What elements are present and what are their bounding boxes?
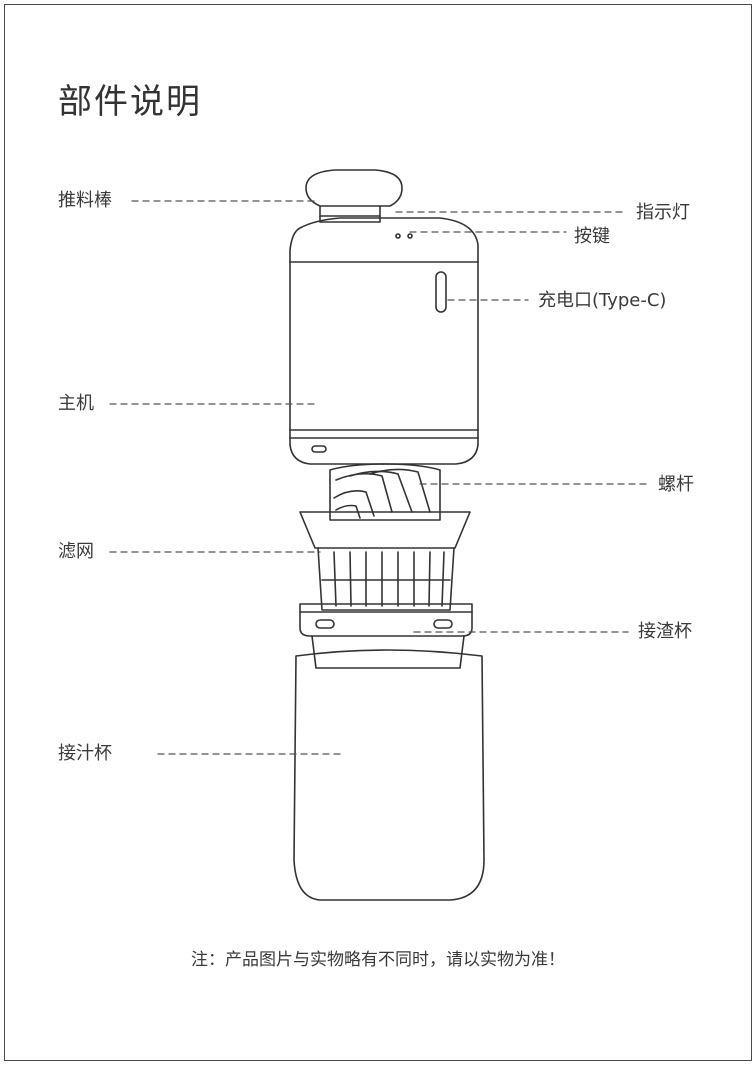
leader-lines <box>109 200 649 755</box>
residue-cup-illustration <box>299 603 473 669</box>
label-residue-cup: 接渣杯 <box>638 621 692 642</box>
filter-illustration <box>299 511 471 611</box>
page-title: 部件说明 <box>58 82 202 122</box>
label-filter: 滤网 <box>58 541 94 562</box>
host-illustration <box>289 217 479 465</box>
push-rod-illustration <box>305 169 403 223</box>
label-juice-cup: 接汁杯 <box>58 743 112 764</box>
label-indicator: 指示灯 <box>636 202 690 223</box>
label-charge-port: 充电口(Type-C) <box>538 290 667 311</box>
label-screw: 螺杆 <box>658 474 694 495</box>
label-push-rod: 推料棒 <box>58 190 112 211</box>
disclaimer-note: 注：产品图片与实物略有不同时，请以实物为准！ <box>191 950 565 970</box>
label-host: 主机 <box>58 393 94 414</box>
page-frame <box>4 4 752 1061</box>
screw-illustration <box>329 463 441 521</box>
juice-cup-illustration <box>293 649 485 901</box>
label-button: 按键 <box>574 226 610 247</box>
